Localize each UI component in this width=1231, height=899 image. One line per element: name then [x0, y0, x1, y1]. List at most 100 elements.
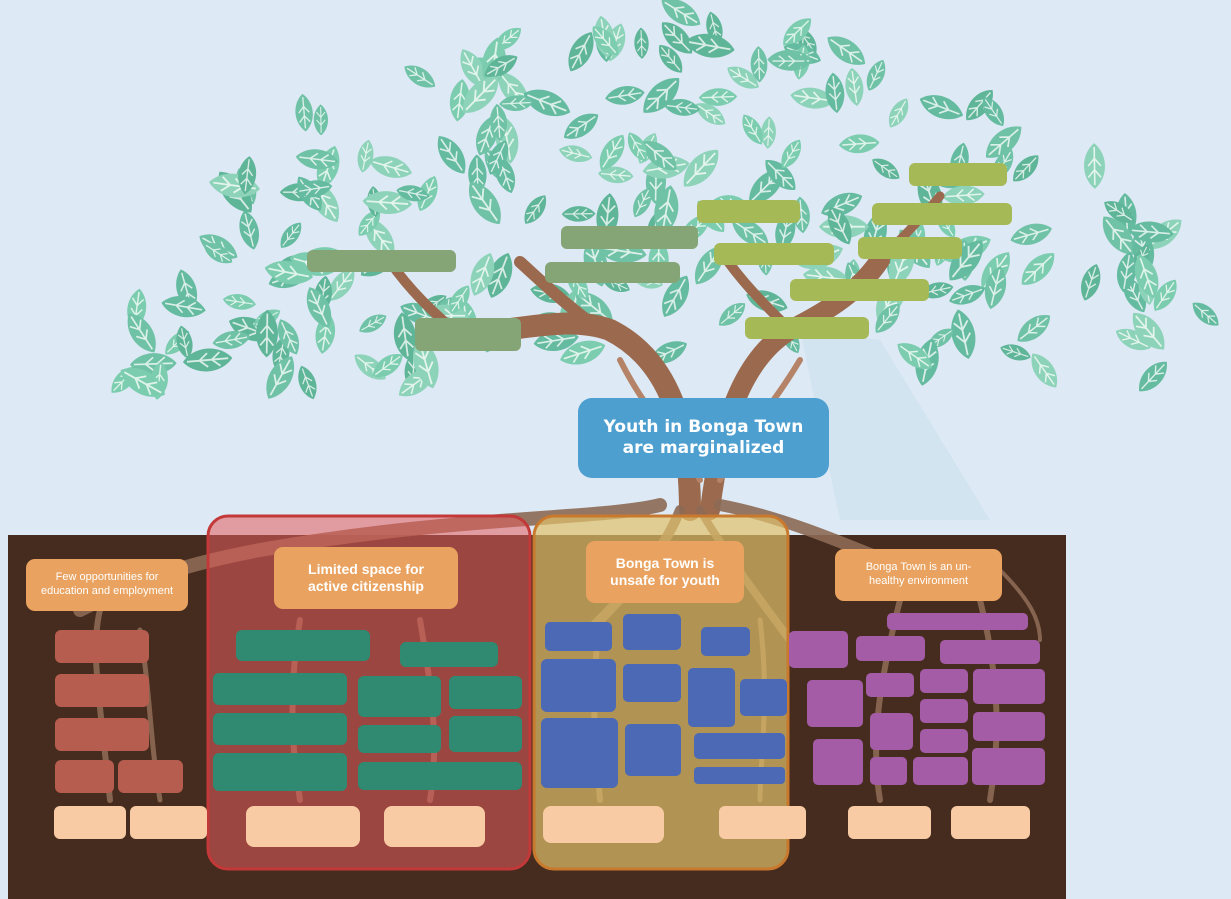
- leaf-icon: [355, 308, 391, 339]
- leaf-icon: [915, 88, 968, 127]
- cause-box: [358, 676, 441, 717]
- cause-box: [973, 669, 1045, 704]
- leaf-icon: [1082, 142, 1107, 190]
- leaf-icon: [1006, 218, 1056, 251]
- root-cause-line2: education and employment: [40, 585, 174, 597]
- cause-box: [545, 622, 612, 651]
- leaf-icon: [312, 103, 329, 137]
- cause-box: [449, 716, 522, 752]
- leaf-icon: [759, 115, 778, 150]
- leaf-icon: [861, 55, 891, 95]
- cause-box: [920, 669, 968, 693]
- root-cause-line1: Bonga Town is an un-: [865, 561, 972, 574]
- effect-boxes: [307, 163, 1012, 351]
- leaf-icon: [556, 141, 595, 167]
- cause-box: [55, 630, 149, 663]
- cause-box: [807, 680, 863, 727]
- root-cause-line1: Bonga Town is: [615, 554, 715, 571]
- effect-box: [307, 250, 456, 272]
- cause-box: [625, 724, 681, 776]
- cause-box: [856, 636, 925, 661]
- effect-box: [872, 203, 1012, 225]
- leaf-icon: [354, 137, 377, 175]
- leaf-icon: [682, 29, 738, 63]
- effect-box: [745, 317, 869, 339]
- cause-boxes-environment: [789, 613, 1045, 785]
- root-tip-boxes: [54, 806, 1030, 847]
- leaf-icon: [603, 82, 647, 109]
- leaf-icon: [560, 205, 597, 223]
- cause-box: [913, 757, 968, 785]
- leaf-icon: [842, 65, 867, 108]
- cause-box: [701, 627, 750, 656]
- cause-box: [920, 729, 968, 753]
- effect-box: [545, 262, 680, 283]
- effect-box: [561, 226, 698, 249]
- cause-box: [866, 673, 914, 697]
- root-tip-box: [384, 806, 485, 847]
- effect-box: [697, 200, 800, 223]
- cause-box: [213, 753, 347, 791]
- cause-boxes-citizenship: [213, 630, 522, 791]
- root-tip-box: [951, 806, 1030, 839]
- root-cause-line1: Few opportunities for: [55, 571, 159, 584]
- effect-box: [909, 163, 1007, 186]
- leaf-icon: [429, 129, 474, 181]
- leaf-icon: [633, 26, 650, 60]
- root-tip-box: [246, 806, 360, 847]
- leaf-icon: [820, 27, 873, 74]
- cause-box: [740, 679, 787, 716]
- root-tip-box: [54, 806, 126, 839]
- cause-boxes-education: [55, 630, 183, 793]
- cause-box: [55, 718, 149, 751]
- light-wedge: [800, 330, 990, 520]
- leaf-icon: [518, 189, 553, 230]
- root-tip-box: [130, 806, 207, 839]
- tree-canopy: [105, 0, 1225, 406]
- cause-box: [623, 614, 681, 650]
- cause-box: [118, 760, 183, 793]
- cause-box: [920, 699, 968, 723]
- root-cause-line2: healthy environment: [868, 575, 969, 587]
- cause-box: [213, 673, 347, 705]
- cause-box: [940, 640, 1040, 664]
- cause-box: [55, 760, 114, 793]
- cause-box: [541, 718, 618, 788]
- cause-box: [887, 613, 1028, 630]
- cause-box: [694, 733, 785, 759]
- cause-box: [789, 631, 848, 668]
- cause-box: [236, 630, 370, 661]
- cause-box: [213, 713, 347, 745]
- cause-box: [973, 712, 1045, 741]
- cause-box: [55, 674, 149, 707]
- cause-box: [688, 668, 735, 727]
- leaf-icon: [822, 70, 848, 115]
- cause-box: [813, 739, 863, 785]
- effect-box: [714, 243, 834, 265]
- root-tip-box: [719, 806, 806, 839]
- leaf-icon: [1010, 307, 1057, 350]
- cause-box: [972, 748, 1045, 785]
- leaf-icon: [293, 92, 316, 133]
- central-problem-line1: Youth in Bonga Town: [603, 416, 804, 437]
- leaf-icon: [274, 217, 308, 254]
- cause-box: [694, 767, 785, 784]
- leaf-icon: [234, 207, 264, 253]
- root-cause-line2: unsafe for youth: [610, 572, 720, 588]
- cause-box: [870, 757, 907, 785]
- leaf-icon: [1075, 260, 1106, 305]
- cause-box: [541, 659, 616, 712]
- leaf-icon: [365, 150, 416, 184]
- root-cause-line2: active citizenship: [308, 578, 424, 594]
- leaf-icon: [158, 291, 209, 322]
- leaf-icon: [997, 339, 1034, 365]
- cause-box: [449, 676, 522, 709]
- leaf-icon: [713, 296, 751, 333]
- cause-box: [623, 664, 681, 702]
- root-cause-environment: Bonga Town is an un-healthy environment: [835, 549, 1002, 601]
- leaf-icon: [1131, 354, 1175, 399]
- effect-box: [858, 237, 962, 259]
